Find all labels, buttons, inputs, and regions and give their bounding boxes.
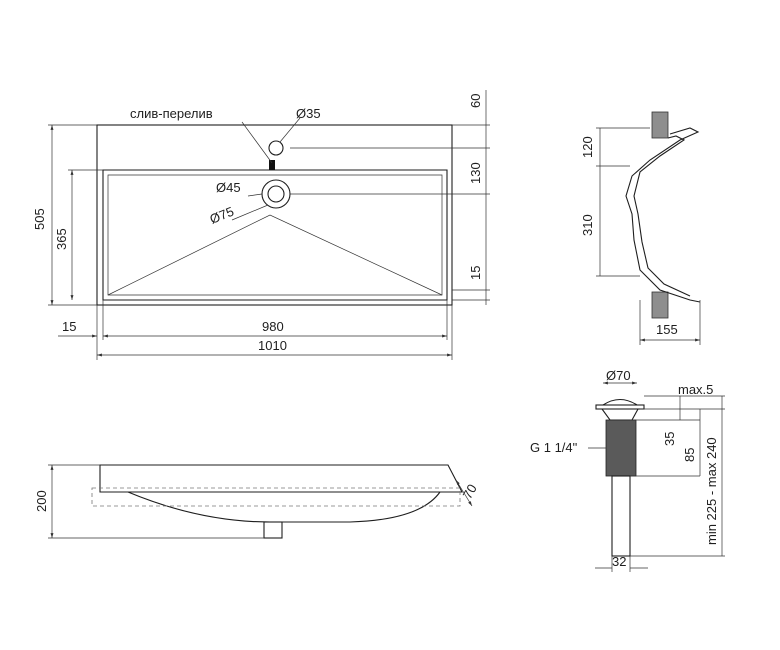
front-view: 200 70	[34, 464, 480, 539]
section-profile-inner	[633, 135, 691, 297]
dim-32: 32	[612, 554, 626, 569]
front-bowl	[127, 491, 441, 523]
side-section: 120 310 155	[580, 111, 701, 345]
drain-body	[600, 408, 639, 421]
overflow-label: слив-перелив	[130, 106, 213, 121]
top-view: слив-перелив Ø35 Ø45 Ø75 60 130 15 505 3…	[32, 90, 490, 360]
max5-label: max.5	[678, 382, 713, 397]
dim-85: 85	[682, 448, 697, 462]
dim-35-drain: 35	[662, 432, 677, 446]
wall-top	[651, 111, 669, 139]
dim-120: 120	[580, 136, 595, 158]
dim-155: 155	[656, 322, 678, 337]
basin-bowl-inner	[107, 174, 443, 296]
dim-15-right: 15	[468, 266, 483, 280]
front-hidden-outline	[91, 487, 461, 507]
drain-hole-outer	[261, 179, 291, 209]
drain-hole-inner	[267, 185, 285, 203]
drain-pipe	[611, 475, 631, 557]
dim-70: 70	[460, 481, 480, 501]
basin-outline	[96, 124, 453, 306]
d75-label: Ø75	[208, 204, 236, 227]
dim-505: 505	[32, 208, 47, 230]
drain-detail: Ø70 max.5 35 85 min 225 - max 240 G 1 1/…	[530, 368, 725, 572]
thread-label: G 1 1/4"	[530, 440, 578, 455]
d45-label: Ø45	[216, 180, 241, 195]
dim-1010: 1010	[258, 338, 287, 353]
wall-bottom	[651, 291, 669, 319]
overflow-slot	[269, 160, 275, 170]
d35-label: Ø35	[296, 106, 321, 121]
section-profile	[625, 127, 701, 303]
d70-label: Ø70	[606, 368, 631, 383]
front-drain-stub	[263, 521, 283, 539]
drain-flange	[595, 404, 645, 410]
basin-slope-lines	[107, 214, 443, 296]
faucet-hole	[268, 140, 284, 156]
dim-60: 60	[468, 94, 483, 108]
dim-200: 200	[34, 490, 49, 512]
dim-310: 310	[580, 214, 595, 236]
dim-365: 365	[54, 228, 69, 250]
dim-range: min 225 - max 240	[704, 437, 719, 545]
dim-15-left: 15	[62, 319, 76, 334]
dim-980: 980	[262, 319, 284, 334]
drain-thread	[605, 419, 637, 477]
basin-bowl	[102, 169, 448, 301]
dim-130: 130	[468, 162, 483, 184]
drain-cap	[601, 398, 639, 406]
